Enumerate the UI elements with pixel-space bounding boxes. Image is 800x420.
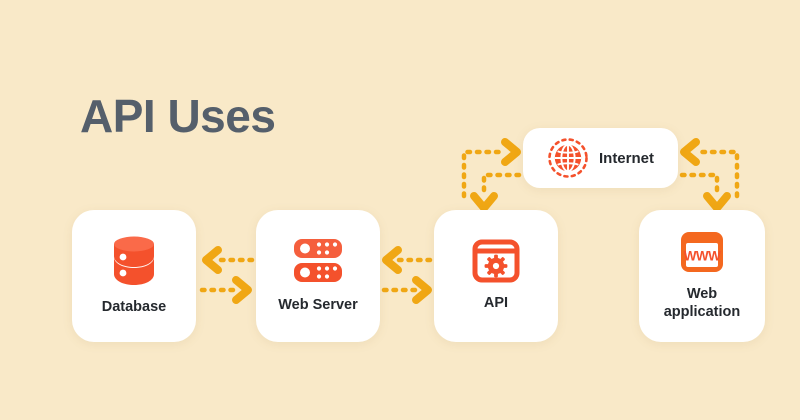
- www-text: WWW: [684, 249, 721, 264]
- node-label-webapp-line2: application: [663, 304, 741, 320]
- node-label-webapp-line1: Web: [686, 286, 718, 303]
- node-label-api: API: [483, 295, 509, 312]
- node-label-internet: Internet: [598, 149, 654, 167]
- globe-icon: [547, 137, 589, 179]
- node-internet[interactable]: Internet: [523, 128, 678, 188]
- connector-internet-to-webapp: [679, 172, 731, 212]
- node-database[interactable]: Database: [72, 210, 196, 342]
- node-api[interactable]: API: [434, 210, 558, 342]
- node-label-database: Database: [101, 299, 167, 316]
- connector-webapp-to-internet: [680, 138, 740, 199]
- connector-webserver-to-api: [381, 276, 432, 304]
- database-icon: [107, 235, 161, 287]
- web-browser-www-icon: WWW: [678, 230, 726, 274]
- api-window-gear-icon: [472, 239, 520, 283]
- connector-database-to-webserver: [199, 276, 252, 304]
- connector-api-to-internet: [461, 138, 521, 199]
- connector-api-to-webserver: [382, 246, 433, 274]
- connector-webserver-to-database: [202, 246, 255, 274]
- node-label-webserver: Web Server: [278, 297, 358, 314]
- connector-internet-to-api: [470, 172, 522, 212]
- node-webserver[interactable]: Web Server: [256, 210, 380, 342]
- server-icon: [290, 237, 346, 285]
- page-title: API Uses: [80, 90, 276, 142]
